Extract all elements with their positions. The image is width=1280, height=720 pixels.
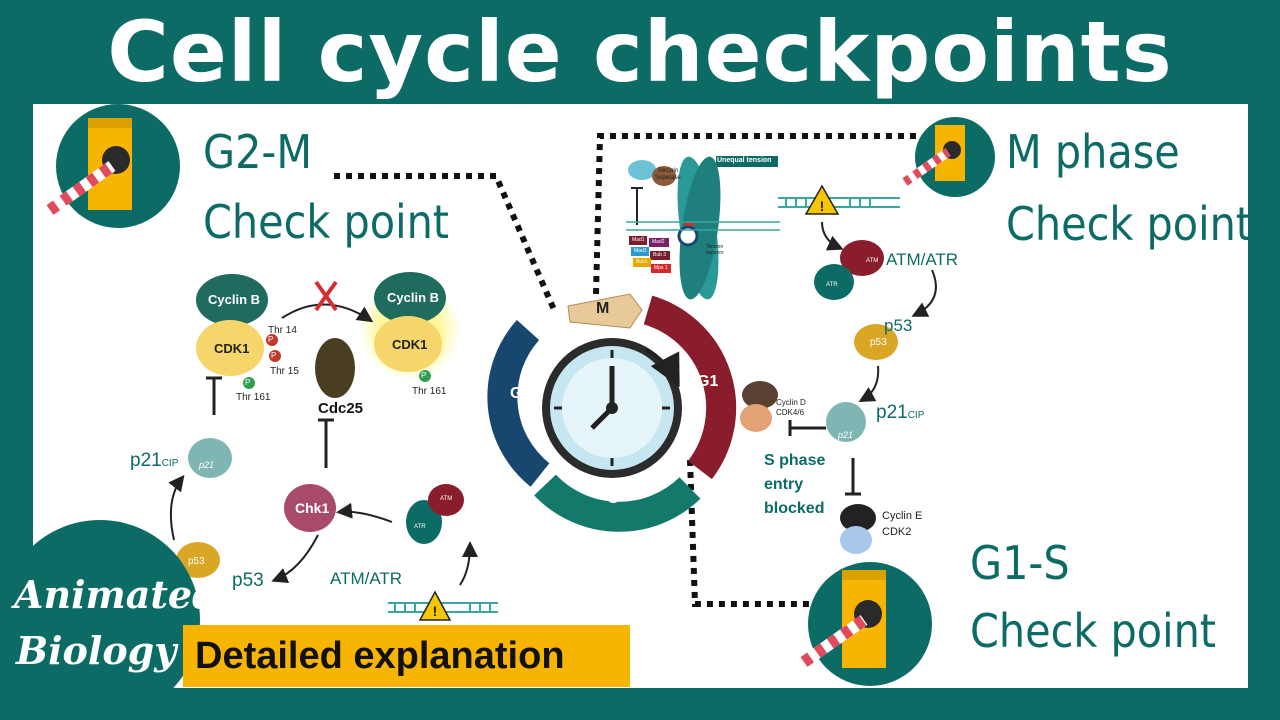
p53-label: p53 bbox=[232, 570, 264, 591]
s-phase-blocked-label: S phase entry blocked bbox=[764, 452, 826, 517]
phase-g1-label: G1 bbox=[697, 373, 719, 390]
cell-cycle-clock bbox=[487, 293, 737, 532]
thr161-label: Thr 161 bbox=[236, 392, 271, 403]
m-checkpoint-subtitle: Check point bbox=[1006, 197, 1253, 251]
thr15-label: Thr 15 bbox=[270, 366, 299, 377]
tension-sensors-label: Tension sensors bbox=[706, 244, 724, 256]
dotted-connectors bbox=[334, 133, 916, 607]
cdk2-label: CDK2 bbox=[882, 526, 912, 538]
cdk1-label: CDK1 bbox=[214, 341, 250, 356]
bub3-label: Bub 3 bbox=[653, 252, 667, 258]
thr14-label: Thr 14 bbox=[268, 325, 297, 336]
atm-atr-label: ATM/ATR bbox=[330, 569, 403, 588]
phase-g2-label: G2 bbox=[510, 385, 532, 402]
unequal-tension-label: Unequal tension bbox=[717, 157, 772, 164]
page-title: Cell cycle checkpoints bbox=[107, 3, 1173, 101]
phospho-thr161: P bbox=[245, 378, 251, 387]
mps1-label: Mps 1 bbox=[654, 265, 668, 271]
g1s-atm-protein-label: ATM bbox=[866, 258, 879, 264]
svg-text:!: ! bbox=[820, 198, 825, 214]
cdk1-active-label: CDK1 bbox=[392, 337, 428, 352]
phospho-thr15: P bbox=[271, 351, 277, 360]
g1s-checkpoint-subtitle: Check point bbox=[970, 604, 1217, 658]
phospho-thr161-active: P bbox=[421, 371, 427, 380]
atm-protein-label: ATM bbox=[440, 496, 453, 502]
cyclin-b-label: Cyclin B bbox=[208, 292, 261, 307]
g2m-checkpoint-subtitle: Check point bbox=[203, 195, 450, 249]
cyclin-d-label: Cyclin D bbox=[776, 398, 806, 407]
mad2-label: Mad2 bbox=[652, 239, 665, 245]
m-pathway: ! bbox=[626, 156, 900, 300]
animated-biology-logo bbox=[0, 520, 200, 720]
phospho-thr14: P bbox=[268, 335, 274, 344]
thr161-active-label: Thr 161 bbox=[412, 386, 447, 397]
m-checkpoint-title: M phase bbox=[1006, 125, 1180, 179]
p21-label: p21CIP bbox=[130, 450, 179, 471]
g1s-pathway bbox=[740, 221, 937, 554]
cdk46-label: CDK4/6 bbox=[776, 408, 805, 417]
detailed-explanation-banner: Detailed explanation bbox=[183, 625, 630, 687]
bub1-label: Bub1 bbox=[636, 259, 648, 265]
mad3-label: Mad3 bbox=[634, 248, 647, 254]
chk1-label: Chk1 bbox=[295, 500, 330, 516]
g2m-checkpoint-icon bbox=[46, 104, 180, 228]
cdc25-label: Cdc25 bbox=[318, 400, 364, 417]
logo-line2: Biology bbox=[16, 628, 177, 673]
cyclin-b-active-label: Cyclin B bbox=[387, 290, 440, 305]
cyclin-e-label: Cyclin E bbox=[882, 510, 923, 522]
g1s-p21-label: p21CIP bbox=[876, 402, 925, 423]
g1s-atm-atr-label: ATM/ATR bbox=[886, 250, 959, 269]
phase-m-label: M bbox=[596, 300, 610, 317]
seperase-label: Seperase bbox=[655, 175, 681, 181]
p21-protein-label: p21 bbox=[199, 460, 215, 470]
g1s-p53-protein-label: p53 bbox=[870, 337, 887, 348]
atr-protein-label: ATR bbox=[414, 524, 426, 530]
m-checkpoint-icon bbox=[902, 117, 995, 197]
g1s-p21-protein-label: p21 bbox=[838, 430, 854, 440]
g1s-p53-label: p53 bbox=[884, 316, 913, 335]
mad1-label: Mad1 bbox=[632, 237, 645, 243]
logo-line1: Animated bbox=[14, 572, 219, 617]
p53-protein-label: p53 bbox=[188, 556, 205, 567]
g2m-checkpoint-title: G2-M bbox=[203, 125, 313, 179]
g1s-atr-protein-label: ATR bbox=[826, 282, 838, 288]
g2m-pathway: ! bbox=[168, 272, 498, 621]
g1s-checkpoint-title: G1-S bbox=[970, 536, 1070, 590]
phase-s-label: S bbox=[608, 490, 619, 507]
svg-text:!: ! bbox=[433, 603, 438, 619]
securin-label: Securin bbox=[658, 168, 679, 174]
g1s-checkpoint-icon bbox=[800, 562, 932, 686]
